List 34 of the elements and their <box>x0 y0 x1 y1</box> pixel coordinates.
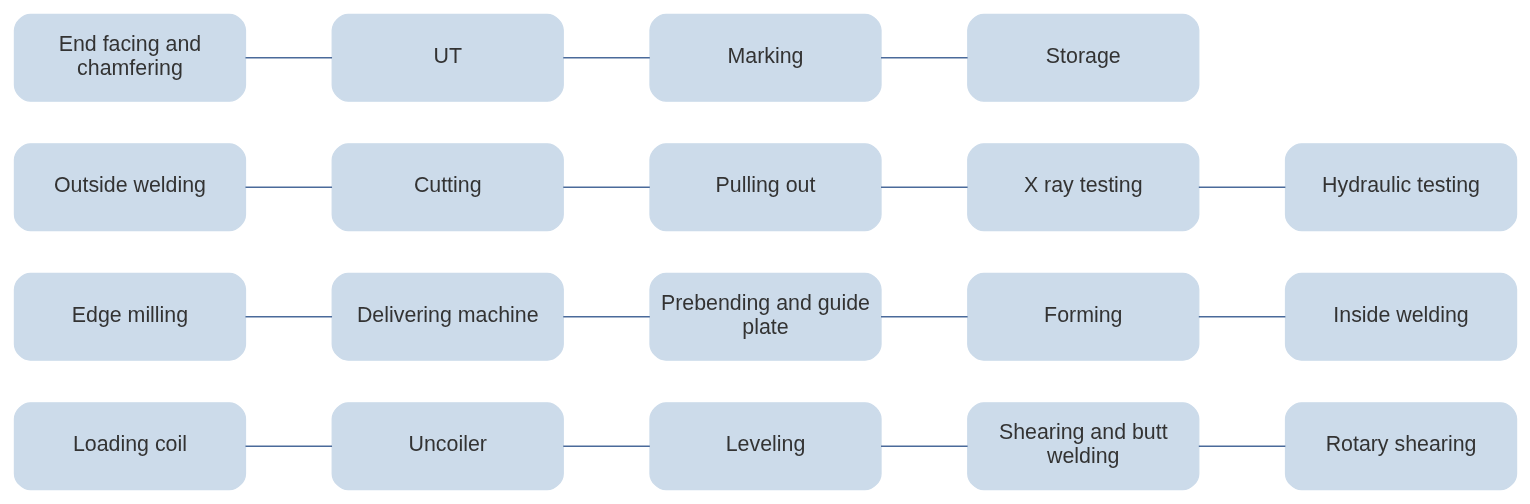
node-box: Shearing and butt welding <box>966 402 1199 491</box>
connector <box>879 315 968 318</box>
connector <box>244 445 333 448</box>
node-box: UT <box>331 13 564 102</box>
connector <box>562 315 651 318</box>
node-box: Marking <box>648 13 882 102</box>
node-box: Inside welding <box>1284 272 1517 361</box>
node-box: X ray testing <box>966 143 1199 232</box>
node-box: Cutting <box>331 143 564 232</box>
node-box: Prebending and guide plate <box>648 272 882 361</box>
connector <box>244 315 333 318</box>
connector <box>244 186 333 189</box>
connector <box>879 56 968 59</box>
connector <box>879 186 968 189</box>
connector <box>1197 315 1286 318</box>
connector <box>244 56 333 59</box>
node-box: Hydraulic testing <box>1284 143 1517 232</box>
connector <box>879 445 968 448</box>
connector <box>1197 445 1286 448</box>
node-box: Delivering machine <box>331 272 564 361</box>
node-box: Uncoiler <box>331 402 564 491</box>
node-box: Leveling <box>648 402 882 491</box>
connector <box>562 56 651 59</box>
node-box: End facing and chamfering <box>13 13 246 102</box>
node-box: Loading coil <box>13 402 246 491</box>
node-box: Storage <box>966 13 1199 102</box>
connector <box>562 445 651 448</box>
node-box: Edge milling <box>13 272 246 361</box>
connector <box>562 186 651 189</box>
node-box: Pulling out <box>648 143 882 232</box>
node-box: Outside welding <box>13 143 246 232</box>
node-box: Rotary shearing <box>1284 402 1517 491</box>
connector <box>1197 186 1286 189</box>
node-box: Forming <box>966 272 1199 361</box>
